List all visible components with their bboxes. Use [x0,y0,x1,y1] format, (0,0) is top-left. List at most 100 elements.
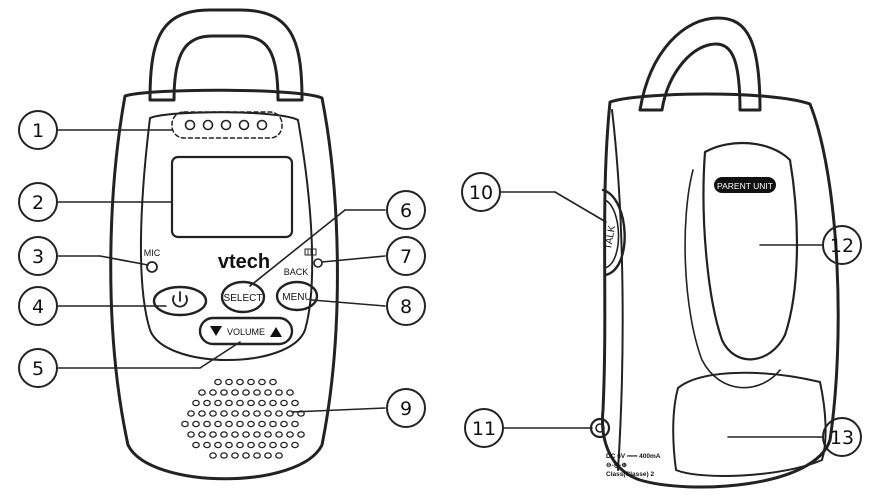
speaker-hole [269,441,277,449]
speaker-hole [198,410,206,417]
callout-6-number: 6 [400,200,412,222]
speaker-hole [253,431,261,438]
speaker-hole [280,399,288,407]
speaker-hole [286,431,294,438]
callout-3: 3 [18,236,58,276]
speaker-hole [236,420,244,428]
power-button[interactable] [152,285,208,317]
speaker-hole [253,452,261,459]
speaker-hole [214,441,222,449]
speaker-hole [214,420,222,428]
speaker-hole [242,431,250,438]
speaker-hole [231,431,239,438]
speaker-hole [253,410,261,417]
leader-5b [199,341,241,369]
belt-clip [702,141,799,361]
callout-11: 11 [464,408,504,448]
speaker-hole [258,441,266,449]
callout-4: 4 [18,286,58,326]
callout-6: 6 [386,190,426,230]
speaker-hole [236,399,244,407]
speaker-hole [220,431,228,438]
battery-led [313,258,323,268]
dc-spec-line3: Class(Classe) 2 [606,471,654,478]
speaker-hole [275,410,283,417]
speaker-hole [209,431,217,438]
callout-10-number: 10 [469,182,493,204]
menu-button[interactable]: MENU [275,280,319,312]
speaker-hole [198,389,206,396]
callout-2-number: 2 [32,192,44,214]
speaker-hole [187,410,195,417]
speaker-hole [203,441,211,449]
speaker-hole [297,431,305,438]
leader-3b [99,255,149,266]
volume-label: VOLUME [227,327,265,337]
mic-label: MIC [144,248,161,258]
leader-9 [291,407,386,413]
speaker-hole [242,410,250,417]
speaker-hole [209,452,217,459]
speaker-hole [286,389,294,396]
callout-11-number: 11 [472,418,496,440]
callout-10: 10 [461,172,501,212]
menu-label: MENU [282,292,311,303]
speaker-hole [286,410,294,417]
callout-12: 12 [822,225,862,265]
speaker-hole [203,399,211,407]
speaker-hole [225,441,233,449]
leader-7 [321,255,386,263]
callout-7-number: 7 [400,246,412,268]
brand-logo: vtech [218,251,270,273]
parent-unit-label: PARENT UNIT [717,181,773,191]
speaker-hole [220,452,228,459]
callouts: 1 2 3 4 5 6 7 8 9 10 11 12 13 [18,110,862,457]
side-handle [638,16,762,112]
speaker-hole [247,420,255,428]
speaker-hole [220,410,228,417]
speaker-hole [269,399,277,407]
speaker-hole [203,420,211,428]
speaker-hole [264,452,272,459]
speaker-hole [214,378,222,386]
leader-6b [249,209,346,287]
dc-spec-line2: ⊖-◎-⊕ [606,462,627,469]
speaker-hole [242,389,250,396]
callout-13: 13 [822,417,862,457]
dc-jack[interactable] [589,417,611,439]
speaker-hole [225,378,233,386]
front-handle [148,8,304,102]
callout-4-number: 4 [32,296,44,318]
callout-9: 9 [386,388,426,428]
volume-rocker[interactable]: VOLUME [198,316,294,346]
speaker-hole [275,452,283,459]
callout-7: 7 [386,236,426,276]
callout-5: 5 [18,348,58,388]
speaker-hole [181,420,189,428]
side-view: TALK PARENT UNIT DC 6V ⎓⎓ 400mA ⊖-◎-⊕ Cl… [589,16,840,489]
side-body [600,92,840,489]
callout-8-number: 8 [400,296,412,318]
speaker-hole [192,441,200,449]
talk-button[interactable]: TALK [601,188,626,277]
speaker-hole [209,389,217,396]
led-indicators [184,119,268,131]
speaker-hole [236,378,244,386]
power-icon [172,295,188,308]
speaker-hole [247,399,255,407]
speaker-hole [291,399,299,407]
speaker-hole [253,389,261,396]
callout-9-number: 9 [400,398,412,420]
callout-13-number: 13 [830,427,854,449]
leader-8 [311,299,386,307]
select-button[interactable]: SELECT [220,280,266,314]
speaker-hole [231,410,239,417]
volume-down-icon [210,326,222,336]
callout-3-number: 3 [32,246,44,268]
dc-spec-line1: DC 6V ⎓⎓ 400mA [606,453,661,460]
volume-up-icon [270,327,282,337]
speaker-hole [225,420,233,428]
callout-2: 2 [18,182,58,222]
speaker-hole [280,441,288,449]
